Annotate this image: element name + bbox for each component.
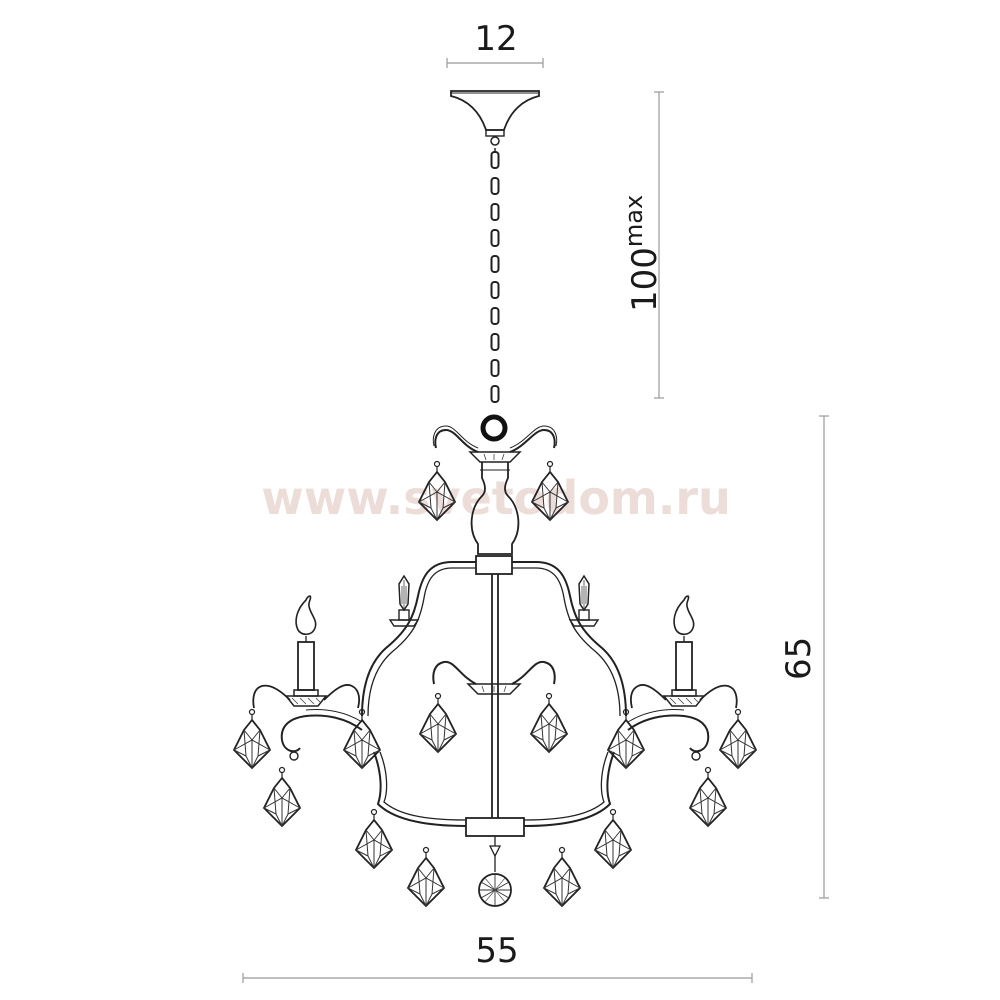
canopy-width-dimension: 12 xyxy=(446,19,544,68)
middle-arms xyxy=(432,660,556,695)
chain-length-label: 100max xyxy=(620,195,665,312)
spike-left xyxy=(389,575,419,627)
crystal-left-low xyxy=(263,766,301,827)
crystal-left-outer xyxy=(233,708,271,769)
crystal-middle-right xyxy=(530,692,568,753)
crystal-right-low xyxy=(689,766,727,827)
chain-length-value: 100 xyxy=(625,247,665,312)
left-candle-arm xyxy=(252,684,363,761)
total-height-label: 65 xyxy=(779,637,819,680)
total-height-dimension: 65 xyxy=(779,415,829,899)
right-candle-arm xyxy=(627,684,738,761)
top-arms xyxy=(432,425,558,463)
total-width-label: 55 xyxy=(475,931,518,971)
spike-right xyxy=(569,575,599,627)
top-ring xyxy=(480,414,508,442)
crystal-bottom-4 xyxy=(594,808,632,869)
crystal-right-outer xyxy=(719,708,757,769)
suspension-chain xyxy=(490,148,500,403)
crystal-left-inner xyxy=(343,708,381,769)
candle-right xyxy=(663,595,705,707)
candle-left xyxy=(285,595,327,707)
bottom-ball-crystal xyxy=(478,836,512,907)
chain-length-superscript: max xyxy=(620,195,648,247)
frame xyxy=(361,561,627,827)
crystal-bottom-2 xyxy=(407,846,445,907)
crystal-bottom-1 xyxy=(355,808,393,869)
crystal-middle-left xyxy=(419,692,457,753)
chain-length-dimension: 100max xyxy=(620,91,665,399)
canopy-width-label: 12 xyxy=(474,19,517,59)
crystal-bottom-3 xyxy=(543,846,581,907)
ceiling-canopy xyxy=(450,90,540,146)
crystal-right-inner xyxy=(607,708,645,769)
total-width-dimension: 55 xyxy=(242,931,753,983)
watermark: www.svetodom.ru xyxy=(261,471,731,525)
